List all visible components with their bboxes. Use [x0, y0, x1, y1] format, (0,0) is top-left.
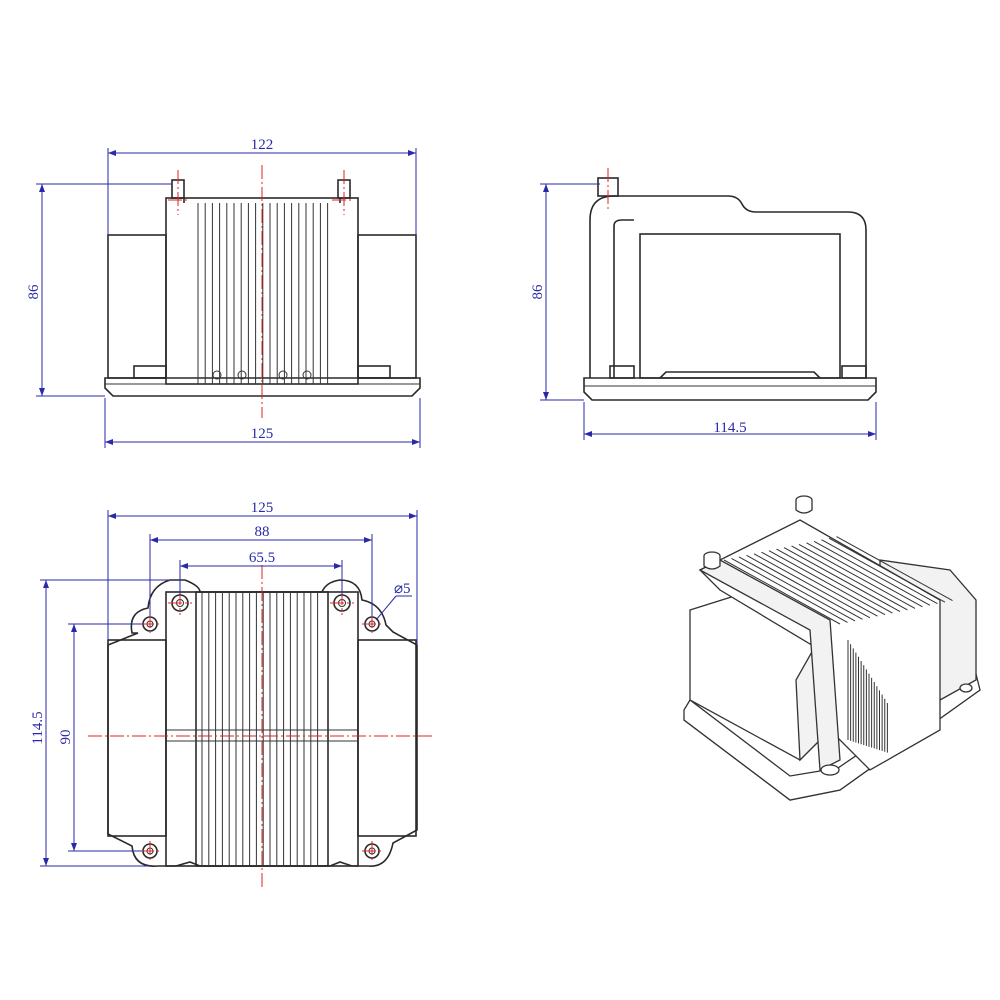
front-fins [197, 203, 329, 384]
top-dim-holes-inner: 65.5 [249, 550, 275, 566]
side-dim-height: 86 [530, 284, 546, 300]
top-view: 125 88 65.5 ⌀5 114.5 90 [30, 500, 432, 888]
iso-fins [723, 536, 953, 753]
side-dim-width: 114.5 [713, 420, 746, 436]
top-dim-depth: 114.5 [30, 711, 46, 744]
top-dim-overall: 125 [251, 500, 274, 516]
front-view: 122 125 86 [26, 137, 421, 448]
top-fins [201, 592, 319, 866]
front-dim-top: 122 [251, 137, 274, 153]
isometric-view [683, 495, 981, 801]
front-dim-bottom: 125 [251, 426, 274, 442]
top-dim-holes-outer: 88 [255, 524, 270, 540]
mounting-holes [142, 594, 380, 859]
side-view: 86 114.5 [530, 168, 877, 440]
top-dim-hole-dia: ⌀5 [394, 581, 411, 597]
front-dim-height: 86 [26, 284, 42, 300]
top-dim-holes-vertical: 90 [58, 730, 74, 745]
